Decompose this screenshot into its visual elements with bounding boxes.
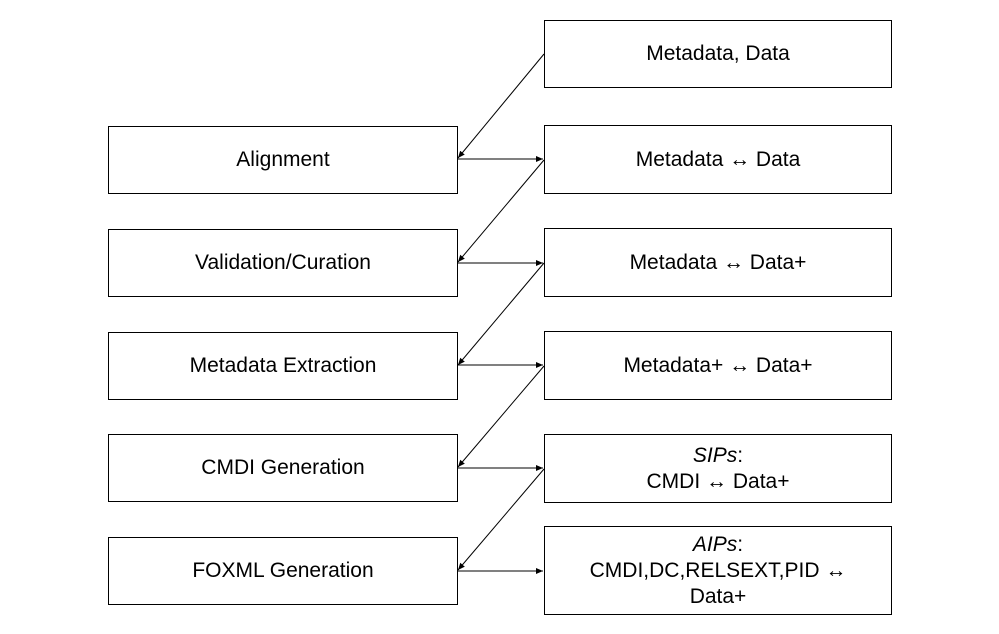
state-heading-term: SIPs (692, 443, 738, 467)
state-box-sips: SIPs: CMDI ↔ Data+ (544, 434, 892, 503)
state-line: Metadata+ ↔ Data+ (623, 353, 813, 377)
arrow-state-0-to-step-0 (457, 53, 545, 159)
state-box-metadata-data: Metadata, Data (544, 20, 892, 88)
arrow-state-2-to-step-2 (457, 262, 545, 366)
state-line: Metadata ↔ Data+ (629, 250, 807, 274)
state-box-aips: AIPs: CMDI,DC,RELSEXT,PID ↔ Data+ (544, 526, 892, 615)
state-heading-term: AIPs (692, 532, 738, 556)
state-heading-suffix: : (737, 532, 744, 556)
step-label: CMDI Generation (201, 456, 365, 479)
arrow-state-4-to-step-4 (457, 468, 545, 571)
step-box-alignment: Alignment (108, 126, 458, 194)
state-box-metadata-linked-data-plus: Metadata ↔ Data+ (544, 228, 892, 297)
state-heading: SIPs: (693, 443, 743, 469)
state-heading: AIPs: (693, 532, 743, 558)
state-line: Metadata, Data (646, 42, 790, 65)
step-box-validation-curation: Validation/Curation (108, 229, 458, 297)
step-label: Alignment (236, 148, 330, 171)
state-line: Data+ (689, 584, 747, 608)
arrow-state-1-to-step-1 (457, 159, 545, 263)
state-line: CMDI ↔ Data+ (646, 469, 790, 493)
state-line: Metadata ↔ Data (635, 147, 801, 171)
step-box-cmdi-generation: CMDI Generation (108, 434, 458, 502)
state-heading-suffix: : (737, 443, 744, 467)
state-box-metadata-linked-data: Metadata ↔ Data (544, 125, 892, 194)
step-box-foxml-generation: FOXML Generation (108, 537, 458, 605)
step-label: Validation/Curation (195, 251, 371, 274)
step-label: FOXML Generation (192, 559, 374, 582)
arrow-state-3-to-step-3 (457, 365, 545, 468)
state-line: CMDI,DC,RELSEXT,PID ↔ (589, 558, 847, 582)
step-box-metadata-extraction: Metadata Extraction (108, 332, 458, 400)
step-label: Metadata Extraction (189, 354, 377, 377)
state-box-metadata-plus-linked-data-plus: Metadata+ ↔ Data+ (544, 331, 892, 400)
